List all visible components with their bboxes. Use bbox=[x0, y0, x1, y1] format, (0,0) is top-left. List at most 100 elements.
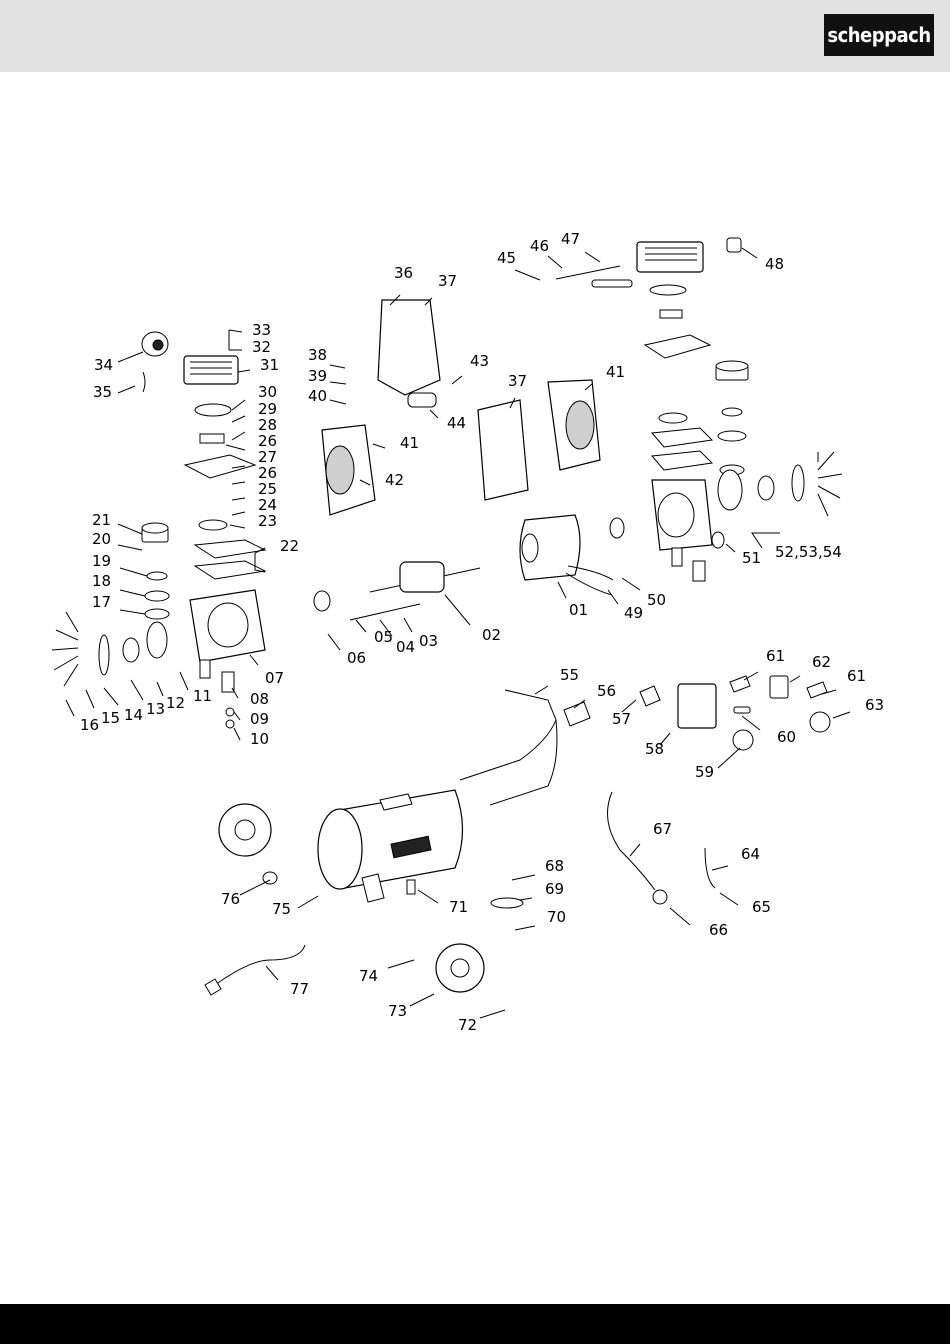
leader-line-77 bbox=[480, 1010, 505, 1018]
part-label: 64 bbox=[741, 845, 760, 863]
part-label: 31 bbox=[260, 356, 279, 374]
leader-line-70 bbox=[298, 896, 318, 908]
part-label: 59 bbox=[695, 763, 714, 781]
part-label: 06 bbox=[347, 649, 366, 667]
leader-line-48 bbox=[356, 620, 366, 632]
part-label: 77 bbox=[290, 980, 309, 998]
part-label: 20 bbox=[92, 530, 111, 548]
part-label: 08 bbox=[250, 690, 269, 708]
leader-line-4 bbox=[118, 386, 135, 393]
leader-line-18 bbox=[120, 610, 145, 614]
part-label: 71 bbox=[449, 898, 468, 916]
part-label: 65 bbox=[752, 898, 771, 916]
leader-line-64 bbox=[833, 712, 850, 718]
part-label: 62 bbox=[812, 653, 831, 671]
leader-line-21 bbox=[232, 688, 238, 698]
part-label: 39 bbox=[308, 367, 327, 385]
leader-line-33 bbox=[330, 382, 346, 384]
leader-line-59 bbox=[718, 748, 740, 768]
fan-covers bbox=[322, 300, 600, 515]
part-label: 41 bbox=[400, 434, 419, 452]
leader-line-23 bbox=[234, 728, 240, 740]
leader-line-47 bbox=[328, 634, 340, 650]
leader-line-20 bbox=[250, 655, 258, 665]
leader-line-55 bbox=[535, 686, 548, 694]
leader-line-32 bbox=[330, 365, 345, 368]
leader-line-25 bbox=[157, 682, 163, 696]
leader-line-43 bbox=[585, 252, 600, 262]
part-label: 50 bbox=[647, 591, 666, 609]
leader-line-78 bbox=[266, 966, 278, 980]
part-label: 58 bbox=[645, 740, 664, 758]
leader-line-6 bbox=[232, 416, 245, 422]
part-label: 42 bbox=[385, 471, 404, 489]
part-label: 60 bbox=[777, 728, 796, 746]
leader-line-14 bbox=[118, 524, 142, 534]
part-label: 41 bbox=[606, 363, 625, 381]
part-label: 09 bbox=[250, 710, 269, 728]
part-label: 47 bbox=[561, 230, 580, 248]
leader-line-71 bbox=[418, 890, 438, 903]
part-label: 44 bbox=[447, 414, 466, 432]
leader-line-44 bbox=[742, 248, 757, 258]
leader-line-52 bbox=[558, 582, 566, 598]
part-label: 11 bbox=[193, 687, 212, 705]
part-label: 36 bbox=[394, 264, 413, 282]
left-pump-head bbox=[52, 330, 265, 728]
leader-line-51 bbox=[445, 595, 470, 625]
part-label: 69 bbox=[545, 880, 564, 898]
part-label: 45 bbox=[497, 249, 516, 267]
leader-line-68 bbox=[670, 908, 690, 925]
part-label: 56 bbox=[597, 682, 616, 700]
leader-line-65 bbox=[630, 844, 640, 856]
part-label: 04 bbox=[396, 638, 415, 656]
part-label: 23 bbox=[258, 512, 277, 530]
part-label: 72 bbox=[458, 1016, 477, 1034]
leader-line-15 bbox=[118, 545, 142, 550]
leader-line-75 bbox=[388, 960, 414, 968]
leader-line-37 bbox=[452, 376, 462, 384]
part-label: 34 bbox=[94, 356, 113, 374]
leader-line-26 bbox=[131, 680, 143, 700]
leader-line-13 bbox=[230, 525, 245, 528]
leader-line-62 bbox=[790, 676, 800, 682]
part-label: 38 bbox=[308, 346, 327, 364]
part-label: 22 bbox=[280, 537, 299, 555]
leader-line-74 bbox=[515, 926, 535, 930]
part-label: 02 bbox=[482, 626, 501, 644]
part-label: 37 bbox=[438, 272, 457, 290]
leader-line-72 bbox=[512, 875, 535, 880]
part-label: 16 bbox=[80, 716, 99, 734]
leader-line-76 bbox=[410, 994, 434, 1006]
part-label: 74 bbox=[359, 967, 378, 985]
part-label: 73 bbox=[388, 1002, 407, 1020]
part-label: 30 bbox=[258, 383, 277, 401]
leader-line-73 bbox=[520, 898, 532, 900]
leader-line-45 bbox=[726, 544, 735, 552]
part-label: 43 bbox=[470, 352, 489, 370]
leader-line-50 bbox=[404, 618, 412, 632]
part-label: 49 bbox=[624, 604, 643, 622]
part-label: 52,53,54 bbox=[775, 543, 842, 561]
part-label: 68 bbox=[545, 857, 564, 875]
leader-line-35 bbox=[373, 444, 385, 448]
part-label: 67 bbox=[653, 820, 672, 838]
leader-line-69 bbox=[240, 880, 270, 895]
leader-line-67 bbox=[720, 893, 738, 905]
right-pump-head bbox=[556, 238, 842, 581]
part-label: 55 bbox=[560, 666, 579, 684]
leader-line-17 bbox=[120, 590, 145, 596]
leader-line-42 bbox=[548, 256, 562, 268]
leader-line-22 bbox=[234, 712, 240, 720]
leader-line-53 bbox=[608, 590, 618, 604]
leader-line-11 bbox=[232, 498, 245, 500]
part-label: 46 bbox=[530, 237, 549, 255]
parts-drawing bbox=[52, 238, 842, 995]
part-label: 37 bbox=[508, 372, 527, 390]
part-label: 48 bbox=[765, 255, 784, 273]
part-label: 35 bbox=[93, 383, 112, 401]
leader-line-34 bbox=[330, 400, 346, 404]
part-label: 03 bbox=[419, 632, 438, 650]
part-label: 70 bbox=[547, 908, 566, 926]
